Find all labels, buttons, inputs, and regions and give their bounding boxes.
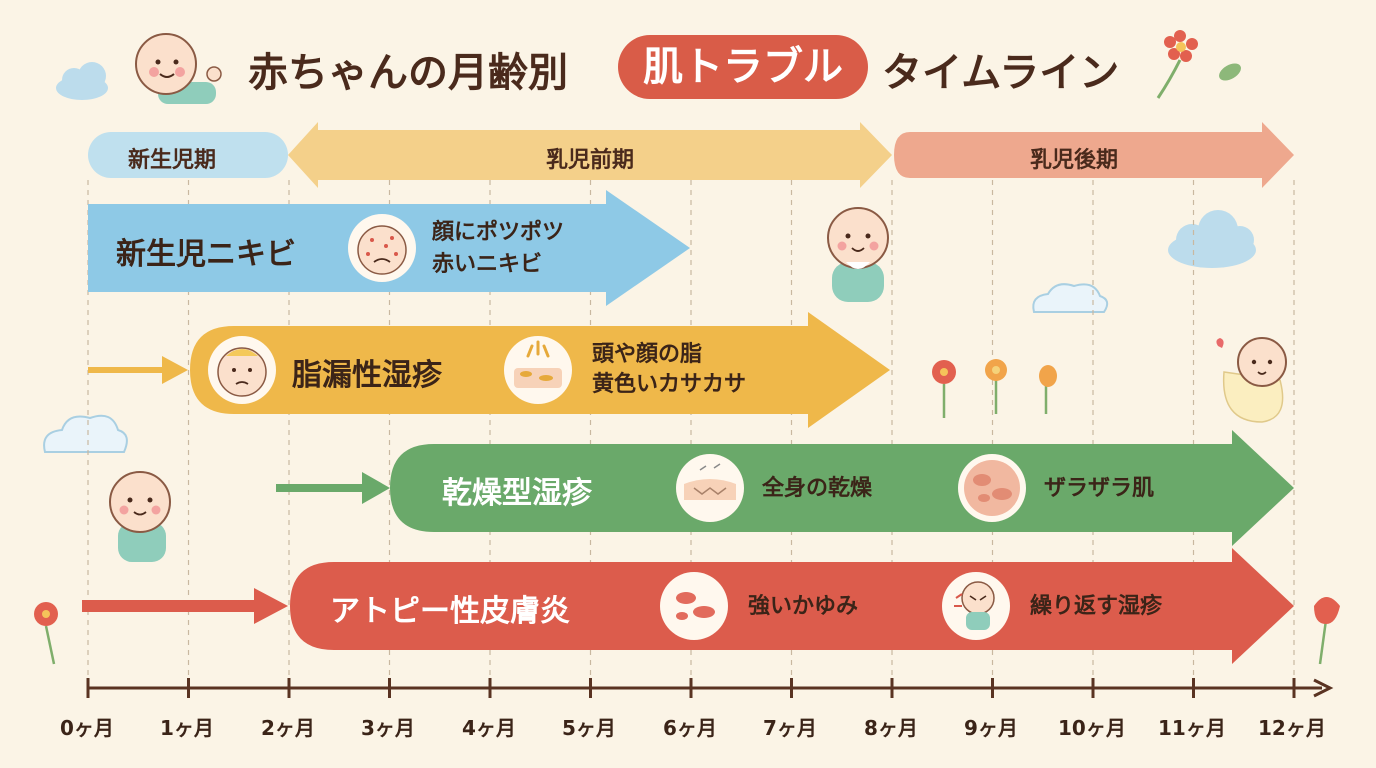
- baby-sitting-icon: [109, 471, 171, 562]
- flower-cluster-icon: [932, 359, 1057, 418]
- flower-icon: [34, 602, 58, 665]
- axis-label-3: 3ヶ月: [361, 716, 415, 740]
- cloud-icon: [1168, 210, 1256, 268]
- itchy-skin-icon: [660, 572, 728, 640]
- axis-label-1: 1ヶ月: [160, 716, 214, 740]
- condition-label-seborrheic: 脂漏性湿疹: [292, 358, 442, 393]
- flower-icon: [1156, 30, 1241, 99]
- title-text-right: タイムライン: [882, 50, 1120, 96]
- cloud-icon: [1032, 283, 1109, 313]
- lead-arrow-atopic: [82, 588, 288, 624]
- axis-label-10: 10ヶ月: [1058, 716, 1126, 740]
- period-label-early-infancy: 乳児前期: [546, 148, 635, 173]
- axis-label-6: 6ヶ月: [663, 716, 717, 740]
- condition-desc-atopic-1: 強いかゆみ: [748, 594, 859, 619]
- time-axis: [86, 678, 1334, 698]
- dry-skin-icon: [676, 454, 744, 522]
- title-text-left: 赤ちゃんの月齢別: [248, 50, 568, 96]
- condition-label-atopic: アトピー性皮膚炎: [330, 594, 570, 629]
- condition-desc-dry-eczema-2: ザラザラ肌: [1044, 476, 1155, 501]
- cloud-icon: [43, 414, 128, 453]
- cloud-icon: [56, 62, 108, 100]
- baby-face-icon: [208, 336, 276, 404]
- tulip-icon: [1314, 597, 1340, 665]
- rough-skin-icon: [958, 454, 1026, 522]
- condition-label-newborn-acne: 新生児ニキビ: [116, 237, 296, 272]
- axis-label-8: 8ヶ月: [864, 716, 918, 740]
- crying-baby-icon: [942, 572, 1010, 640]
- baby-bib-icon: [827, 207, 889, 302]
- condition-desc-atopic-2: 繰り返す湿疹: [1030, 594, 1163, 619]
- axis-label-4: 4ヶ月: [462, 716, 516, 740]
- axis-label-7: 7ヶ月: [763, 716, 817, 740]
- axis-label-2: 2ヶ月: [261, 716, 315, 740]
- condition-label-dry-eczema: 乾燥型湿疹: [442, 476, 592, 511]
- period-label-late-infancy: 乳児後期: [1030, 148, 1119, 173]
- bar-dry-eczema: [390, 430, 1294, 546]
- baby-waving-icon: [135, 33, 222, 104]
- condition-desc-newborn-acne-1: 顔にポツポツ: [432, 220, 565, 245]
- axis-label-9: 9ヶ月: [964, 716, 1018, 740]
- axis-label-11: 11ヶ月: [1158, 716, 1226, 740]
- axis-label-5: 5ヶ月: [562, 716, 616, 740]
- swaddled-baby-icon: [1216, 337, 1287, 423]
- condition-desc-dry-eczema-1: 全身の乾燥: [762, 476, 873, 501]
- period-bar-newborn: [88, 132, 288, 178]
- title-highlight-badge: 肌トラブル: [618, 35, 868, 99]
- period-arrow-early-infancy: [288, 122, 892, 188]
- period-label-newborn: 新生児期: [128, 148, 217, 173]
- lead-arrow-dry-eczema: [276, 472, 390, 504]
- axis-label-0: 0ヶ月: [60, 716, 114, 740]
- lead-arrow-seborrheic: [88, 356, 188, 384]
- condition-desc-seborrheic-2: 黄色いカサカサ: [592, 372, 747, 397]
- condition-desc-newborn-acne-2: 赤いニキビ: [432, 252, 543, 277]
- bar-atopic: [290, 548, 1294, 664]
- oily-scalp-icon: [504, 336, 572, 404]
- axis-label-12: 12ヶ月: [1258, 716, 1326, 740]
- period-arrow-late-infancy: [894, 122, 1294, 188]
- acne-face-icon: [348, 214, 416, 282]
- condition-desc-seborrheic-1: 頭や顔の脂: [592, 342, 703, 367]
